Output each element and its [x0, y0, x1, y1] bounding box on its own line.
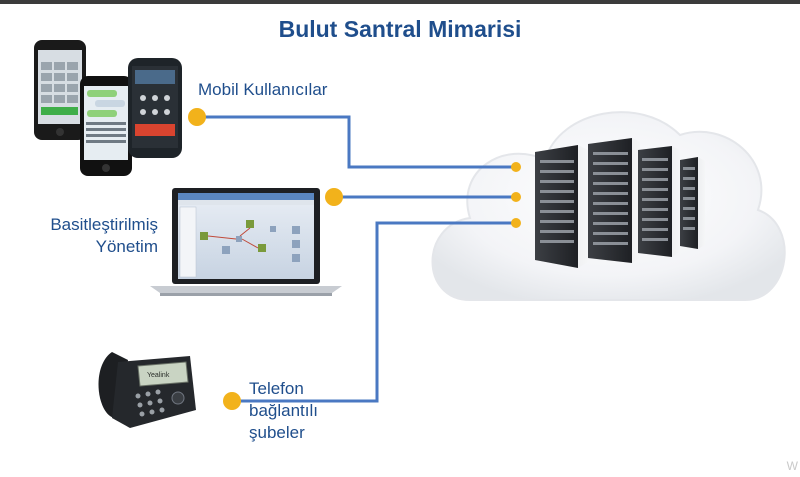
management-label: Basitleştirilmiş Yönetim	[20, 214, 158, 258]
mobile-users-label: Mobil Kullanıcılar	[198, 80, 328, 99]
laptop-icon	[150, 188, 342, 296]
connector-mobile	[197, 115, 516, 169]
dot-branches	[223, 392, 241, 410]
page-title: Bulut Santral Mimarisi	[278, 16, 522, 42]
dot-server-2	[511, 192, 521, 202]
smartphones-icon	[34, 40, 182, 176]
server-rack-icon	[535, 138, 705, 268]
connector-dots	[188, 108, 521, 410]
dot-mobile	[188, 108, 206, 126]
connector-lines	[197, 115, 516, 403]
desk-phone-icon: Yealink	[98, 352, 196, 428]
management-label-line1: Basitleştirilmiş	[50, 215, 158, 234]
management-label-line2: Yönetim	[95, 237, 158, 256]
dot-server-3	[511, 218, 521, 228]
dot-management	[325, 188, 343, 206]
branches-label: Telefon bağlantılı şubeler	[249, 378, 318, 444]
branches-label-line1: Telefon	[249, 379, 304, 398]
phone-brand-text: Yealink	[147, 372, 170, 379]
branches-label-line3: şubeler	[249, 423, 305, 442]
dot-server-1	[511, 162, 521, 172]
top-border	[0, 0, 800, 4]
connector-branches	[232, 221, 516, 403]
watermark: W	[786, 459, 798, 473]
branches-label-line2: bağlantılı	[249, 401, 318, 420]
